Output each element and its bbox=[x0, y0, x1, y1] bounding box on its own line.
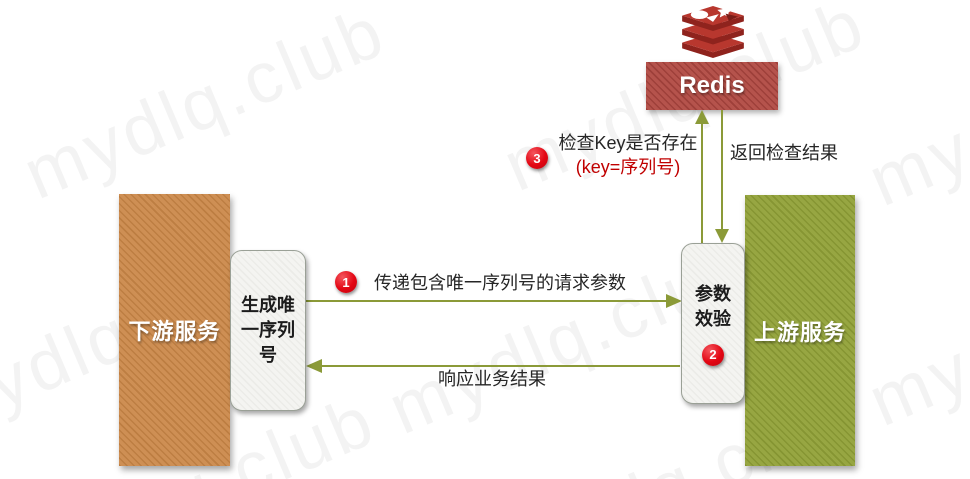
step-3-badge: 3 bbox=[526, 147, 548, 169]
validate-params-node: 参数效验 2 bbox=[681, 243, 745, 404]
response-arrow-line bbox=[320, 365, 680, 367]
redis-label: Redis bbox=[679, 72, 745, 99]
response-arrowhead-icon bbox=[306, 359, 322, 373]
step-2-badge: 2 bbox=[702, 343, 724, 366]
check-arrow-line bbox=[701, 123, 703, 243]
redis-logo-icon bbox=[682, 5, 744, 59]
generate-sequence-node: 生成唯一序列号 bbox=[230, 250, 306, 411]
generate-sequence-label: 生成唯一序列号 bbox=[241, 295, 295, 365]
validate-params-label: 参数效验 bbox=[695, 283, 731, 329]
result-arrow-line bbox=[721, 110, 723, 229]
check-arrowhead-icon bbox=[695, 110, 709, 124]
check-key-label: 检查Key是否存在 bbox=[558, 133, 698, 153]
check-key-sublabel: (key=序列号) bbox=[575, 157, 681, 177]
step-1-badge: 1 bbox=[335, 271, 357, 293]
request-arrow-line bbox=[304, 300, 668, 302]
watermark-text: mydlq.club bbox=[12, 0, 398, 215]
downstream-service-label: 下游服务 bbox=[128, 319, 221, 344]
request-arrowhead-icon bbox=[666, 294, 682, 308]
downstream-service-node: 下游服务 bbox=[119, 194, 230, 466]
request-label: 传递包含唯一序列号的请求参数 bbox=[374, 273, 626, 293]
upstream-service-node: 上游服务 bbox=[745, 195, 855, 466]
response-label: 响应业务结果 bbox=[438, 369, 546, 389]
redis-node: Redis bbox=[646, 62, 778, 110]
watermark-text: mydlq.club bbox=[857, 0, 970, 222]
upstream-service-label: 上游服务 bbox=[753, 319, 846, 345]
watermark-text: mydlq.club bbox=[857, 218, 970, 442]
result-arrowhead-icon bbox=[715, 229, 729, 243]
check-result-label: 返回检查结果 bbox=[730, 143, 838, 163]
